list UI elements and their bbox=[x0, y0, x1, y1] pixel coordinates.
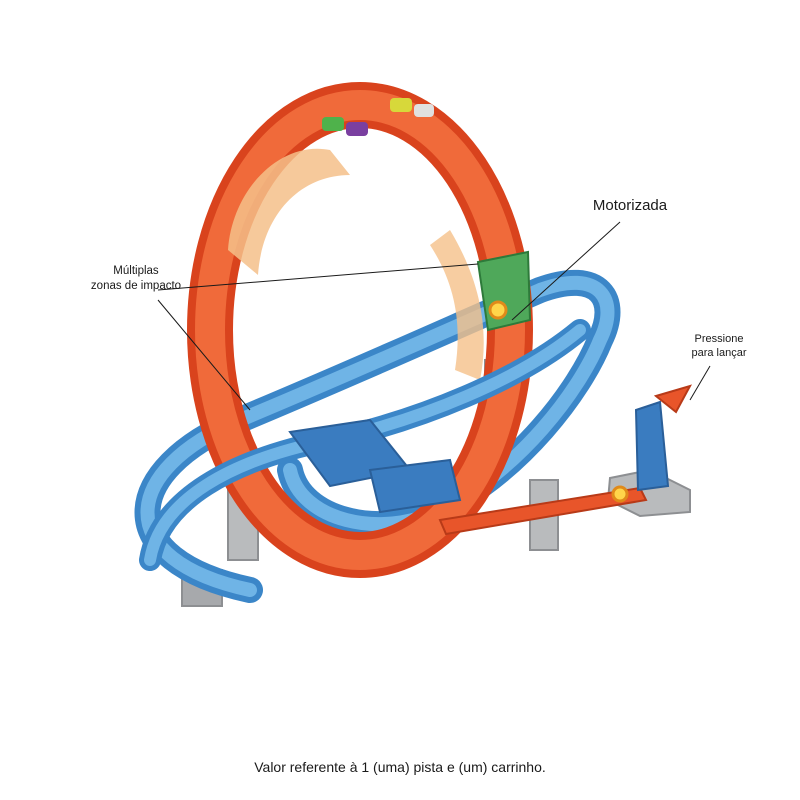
press-label-line1: Pressione bbox=[694, 333, 744, 345]
launcher bbox=[438, 384, 693, 536]
motorized-label: Motorizada bbox=[592, 197, 668, 214]
impact-zones-callout: Múltiplas zonas de impacto bbox=[56, 264, 216, 294]
orange-loop bbox=[187, 82, 533, 578]
motorized-booster bbox=[476, 250, 532, 332]
center-platform bbox=[288, 418, 462, 514]
callout-lines bbox=[157, 221, 711, 411]
motorized-callout: Motorizada bbox=[560, 196, 700, 216]
impact-zones-label-line1: Múltiplas bbox=[113, 265, 159, 277]
impact-zones-label-line2: zonas de impacto bbox=[90, 279, 182, 292]
caption: Valor referente à 1 (uma) pista e (um) c… bbox=[254, 759, 546, 775]
toy-cars bbox=[322, 98, 434, 136]
press-label-line2: para lançar bbox=[691, 347, 747, 360]
press-to-launch-callout: Pressione para lançar bbox=[664, 332, 774, 361]
